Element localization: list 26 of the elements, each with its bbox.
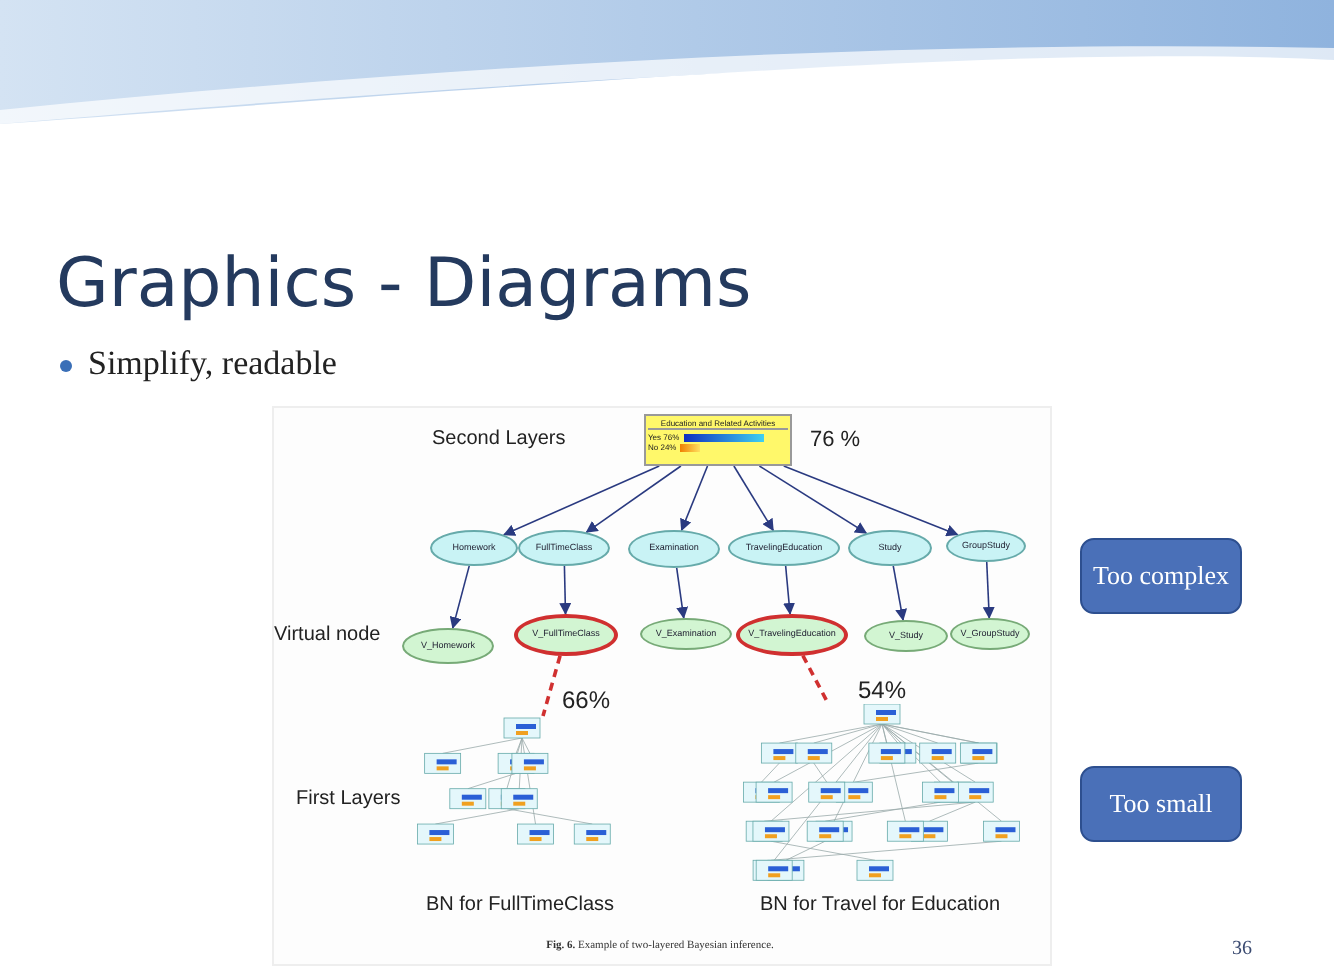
dashed-connector bbox=[541, 655, 562, 717]
row-label: Virtual node bbox=[274, 624, 381, 646]
arrow bbox=[892, 565, 908, 621]
arrow bbox=[559, 565, 572, 615]
page-number: 36 bbox=[1232, 938, 1252, 960]
arrow bbox=[783, 565, 796, 615]
callout-box: Too small bbox=[1080, 766, 1242, 842]
arrow bbox=[502, 465, 661, 536]
slide-title: Graphics - Diagrams bbox=[56, 244, 752, 324]
arrow bbox=[733, 465, 774, 532]
arrow bbox=[982, 561, 995, 619]
arrow bbox=[782, 465, 959, 537]
node-caption: BN for Travel for Education bbox=[757, 894, 1003, 916]
arrow bbox=[585, 465, 682, 534]
dashed-connector bbox=[801, 654, 829, 703]
node-caption: BN for FullTimeClass bbox=[423, 894, 617, 916]
node-caption: 76 % bbox=[810, 428, 861, 452]
edge-label: 54% bbox=[856, 676, 909, 704]
bullet-text: Simplify, readable bbox=[88, 344, 337, 384]
arrow bbox=[675, 567, 689, 619]
edge-label: 66% bbox=[560, 686, 613, 714]
arrow bbox=[680, 465, 709, 532]
arrow bbox=[758, 465, 868, 534]
callout-box: Too complex bbox=[1080, 538, 1242, 614]
arrow bbox=[449, 565, 471, 630]
row-label: Second Layers bbox=[432, 428, 566, 450]
